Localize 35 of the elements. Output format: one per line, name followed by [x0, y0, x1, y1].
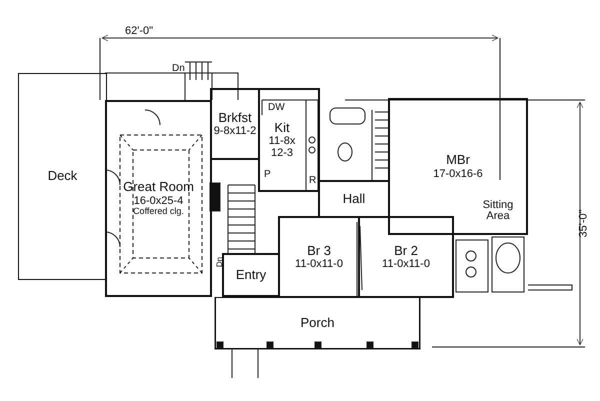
room-area: [358, 216, 454, 298]
stair-label: Dn: [172, 64, 185, 74]
dimension-text: 62'-0": [125, 26, 154, 37]
room-note: Coffered clg.: [133, 206, 184, 217]
room-name: Kit: [274, 120, 290, 136]
room-area: [278, 216, 360, 298]
room-name: Br 3: [307, 244, 331, 258]
stair-label: Dn: [216, 256, 224, 268]
room-name: Hall: [342, 192, 366, 206]
room-name: Great Room: [123, 180, 194, 195]
room-dimensions: 11-0x11-0: [382, 258, 430, 270]
room-dimensions: 11-0x11-0: [295, 258, 343, 270]
appliance-label: DW: [268, 103, 285, 113]
room-name: Porch: [300, 316, 334, 330]
room-name: Brkfst: [218, 110, 252, 126]
room-dimensions: 9-8x11-2: [214, 125, 256, 138]
room-area: [105, 100, 212, 297]
area-label: Sitting Area: [482, 200, 514, 222]
room-name: Br 2: [394, 244, 418, 258]
room-dimensions: 17-0x16-6: [433, 168, 483, 180]
room-dimensions: 11-8x 12-3: [268, 135, 296, 160]
appliance-label: R: [309, 176, 316, 186]
room-area: [210, 88, 260, 160]
room-area: [388, 98, 528, 235]
room-area: [318, 180, 390, 218]
room-name: MBr: [446, 153, 470, 168]
dimension-text: 35'-0": [578, 209, 590, 238]
room-area: [258, 88, 320, 192]
room-name: Deck: [48, 169, 78, 184]
porch-area: [215, 297, 420, 349]
room-area: [222, 253, 280, 297]
room-name: Entry: [236, 268, 266, 282]
deck-area: [18, 73, 107, 280]
room-dimensions: 16-0x25-4: [134, 194, 184, 207]
appliance-label: P: [264, 170, 271, 180]
